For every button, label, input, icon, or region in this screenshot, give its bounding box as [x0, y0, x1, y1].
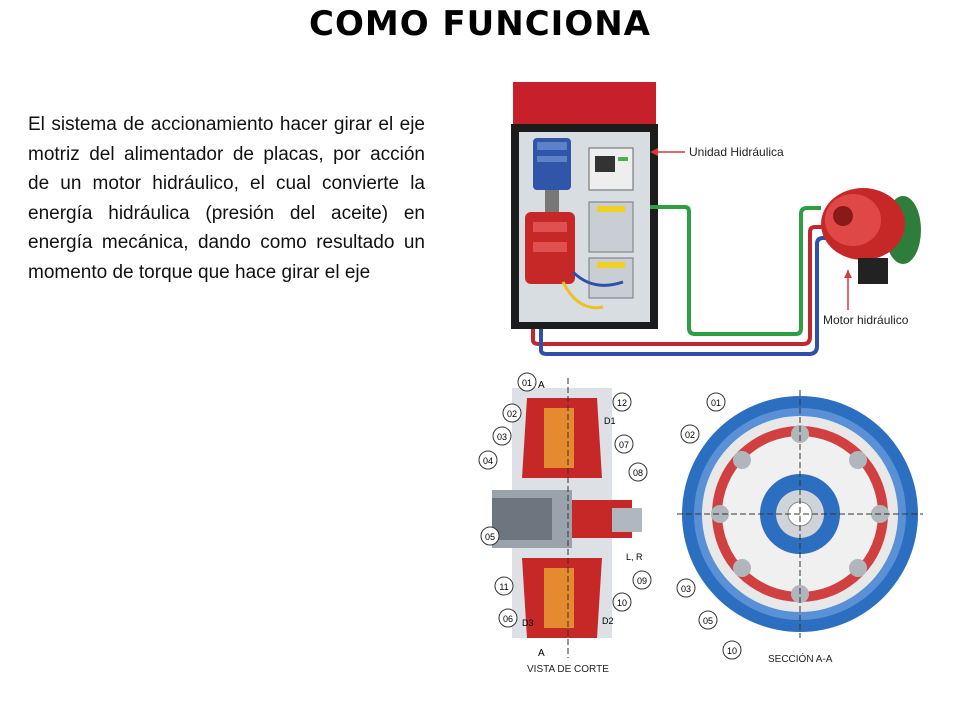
hose-green	[650, 205, 821, 336]
callout: 09	[637, 576, 647, 586]
hose-red	[531, 225, 825, 346]
hydraulic-unit-illustration: Unidad Hidráulica Motor hidráulico	[511, 82, 921, 356]
label-d3: D3	[522, 618, 534, 628]
electric-motor	[533, 138, 571, 190]
callout: 05	[485, 532, 495, 542]
callout: 11	[499, 582, 508, 592]
callout: 10	[617, 598, 627, 608]
seccion-aa-drawing	[677, 390, 923, 638]
label-d2: D2	[602, 616, 614, 626]
callout: 01	[522, 378, 532, 388]
callout: 03	[497, 432, 507, 442]
callouts-right-side: 12 07 08 09 10	[612, 392, 652, 612]
callout: 02	[685, 430, 695, 440]
valve-block-lower	[588, 257, 634, 299]
callout: 06	[503, 614, 513, 624]
callouts-left-side: 01 02 03 04 05 11 06	[478, 372, 537, 628]
slide-paragraph: El sistema de accionamiento hacer girar …	[28, 114, 425, 283]
label-unidad-hidraulica: Unidad Hidráulica	[689, 145, 784, 159]
caption-vista-de-corte: VISTA DE CORTE	[527, 664, 609, 675]
label-motor-hidraulico: Motor hidráulico	[823, 313, 909, 327]
callout: 07	[619, 440, 629, 450]
callouts-section: 01 02 03 05 10	[676, 392, 742, 660]
callout: 02	[507, 409, 517, 419]
callout: 01	[711, 398, 721, 408]
callout: 10	[727, 646, 737, 656]
section-mark-bottom: A	[538, 648, 545, 659]
vista-de-corte-drawing	[492, 378, 642, 658]
callout: 12	[617, 398, 627, 408]
slide-title: Como Funciona	[309, 4, 651, 44]
section-mark-top: A	[538, 380, 545, 391]
hose-blue	[539, 236, 829, 356]
label-d1: D1	[604, 416, 616, 426]
callout: 08	[633, 468, 643, 478]
motor-section-drawings: 01 02 03 04 05 11 06 12 07 08 09 10 A A …	[478, 372, 923, 675]
label-lr: L, R	[626, 552, 643, 562]
callout: 05	[703, 616, 713, 626]
caption-seccion-aa: SECCIÓN A-A	[768, 652, 833, 665]
cabinet-top	[513, 82, 656, 124]
callout: 04	[483, 456, 493, 466]
motor-base	[858, 258, 888, 284]
callout: 03	[681, 584, 691, 594]
